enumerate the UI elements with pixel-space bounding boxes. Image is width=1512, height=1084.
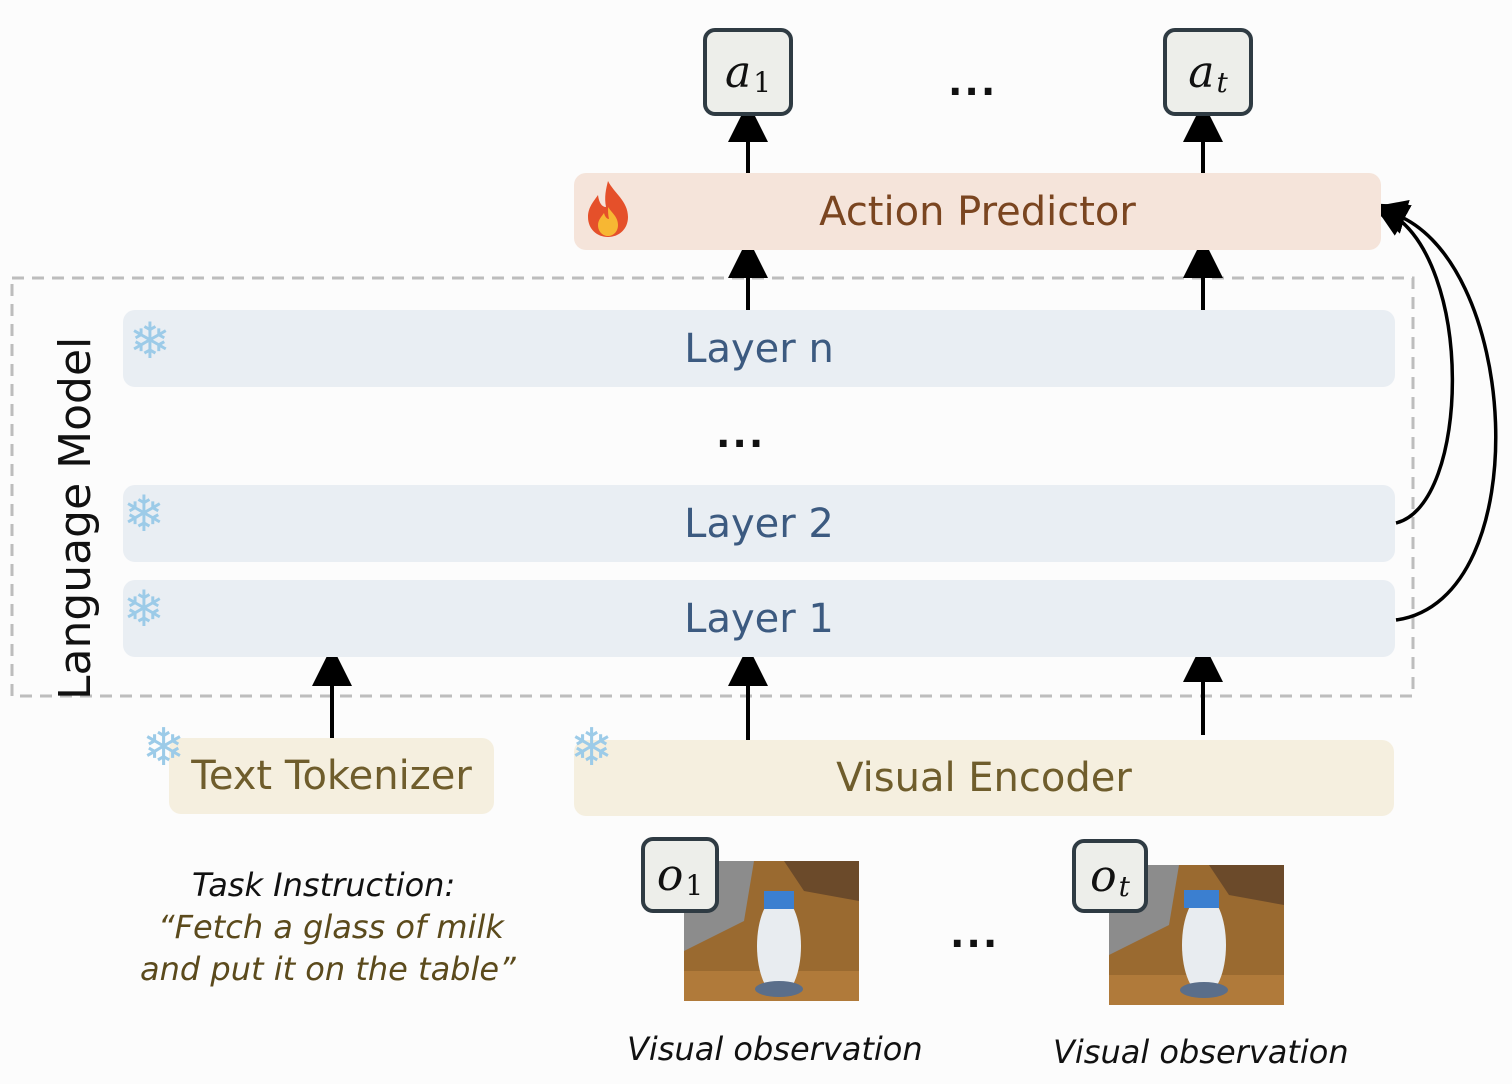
curve-layer1-to-predictor xyxy=(1371,200,1498,622)
task-instruction-line2: and put it on the table” xyxy=(140,950,516,988)
curve-layer2-to-predictor xyxy=(1372,203,1455,525)
token-subscript: 1 xyxy=(753,65,772,99)
output-dots: ... xyxy=(948,60,998,104)
layer-label: Layer n xyxy=(684,325,834,372)
token-subscript: t xyxy=(1216,65,1228,99)
token-base: o xyxy=(656,849,684,901)
observation-caption-t: Visual observation xyxy=(1053,1033,1349,1071)
text-tokenizer: Text Tokenizer xyxy=(169,738,494,814)
snowflake-icon: ❄ xyxy=(129,312,171,370)
layer-n: ❄ Layer n xyxy=(123,310,1395,387)
action-predictor: Action Predictor xyxy=(574,173,1381,250)
task-instruction-title: Task Instruction: xyxy=(192,866,456,904)
snowflake-icon: ❄ xyxy=(123,485,165,543)
snowflake-icon: ❄ xyxy=(123,580,165,638)
token-base: o xyxy=(1090,850,1117,902)
fire-icon xyxy=(584,179,632,249)
token-base: a xyxy=(1188,46,1215,98)
task-instruction-line1: “Fetch a glass of milk xyxy=(158,908,504,946)
token-base: a xyxy=(724,46,752,98)
observation-image-t xyxy=(1109,865,1284,1005)
token-subscript: t xyxy=(1118,869,1130,903)
layer-label: Layer 1 xyxy=(684,595,834,642)
layer-2: ❄ Layer 2 xyxy=(123,485,1395,562)
layer-1: ❄ Layer 1 xyxy=(123,580,1395,657)
layer-label: Layer 2 xyxy=(684,500,834,547)
observation-dots: ... xyxy=(950,912,1000,956)
snowflake-icon: ❄ xyxy=(142,718,186,778)
observation-caption-1: Visual observation xyxy=(627,1030,923,1068)
action-predictor-label: Action Predictor xyxy=(819,188,1136,235)
language-model-label: Language Model xyxy=(50,336,101,700)
snowflake-icon: ❄ xyxy=(570,718,614,778)
layer-dots: ... xyxy=(716,412,766,456)
token-subscript: 1 xyxy=(685,868,704,902)
visual-encoder: Visual Encoder xyxy=(574,740,1394,816)
text-tokenizer-label: Text Tokenizer xyxy=(191,753,472,799)
language-model-frame xyxy=(10,276,1415,698)
visual-encoder-label: Visual Encoder xyxy=(836,755,1132,801)
